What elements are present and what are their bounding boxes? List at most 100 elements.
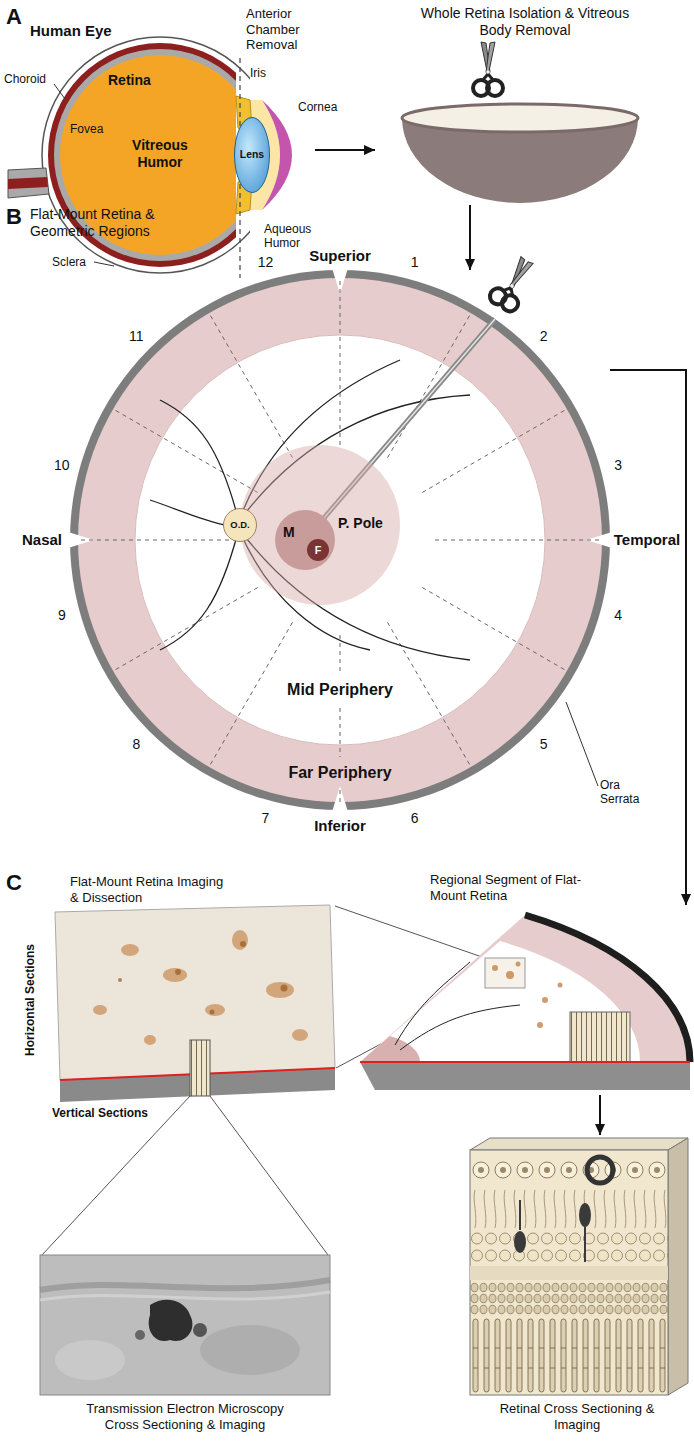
node-text: Human Eye — [30, 22, 112, 40]
illustration-part — [163, 968, 187, 982]
illustration-part — [209, 313, 293, 458]
node-text: F — [307, 544, 329, 557]
part-label: Iris — [250, 66, 266, 80]
direction-label: Superior — [309, 247, 371, 265]
illustration-part — [514, 1231, 526, 1253]
illustration-part — [113, 588, 258, 672]
fovea-spot: F — [307, 539, 329, 561]
illustration-part — [144, 1035, 156, 1045]
illustration-part — [94, 262, 114, 266]
illustration-part — [570, 1012, 630, 1062]
retina-isolation-step: Whole Retina Isolation & Vitreous Body R… — [375, 5, 675, 205]
illustration-part — [8, 177, 48, 189]
illustration-part — [210, 1096, 328, 1255]
optic-disc: O.D. — [223, 508, 257, 542]
illustration-part — [422, 409, 567, 493]
sector-number: 5 — [540, 735, 548, 752]
illustration-part — [470, 1138, 688, 1150]
illustration-part — [340, 790, 341, 802]
retina-cross-section-art — [470, 1138, 688, 1395]
sector-number: 7 — [262, 810, 270, 827]
node-text: Regional Segment of Flat-Mount Retina — [430, 872, 610, 903]
tem-image: Transmission Electron Microscopy Cross S… — [40, 1255, 330, 1440]
illustration-part — [135, 1330, 145, 1340]
node-text: Whole Retina Isolation & Vitreous Body R… — [415, 5, 635, 39]
node-text: Lens — [235, 149, 269, 161]
flat-mount-retina: Flat-Mount Retina & Geometric RegionsP. … — [70, 270, 610, 810]
illustration-part — [118, 978, 122, 982]
flat-mount-disc — [68, 253, 612, 812]
illustration-part — [118, 941, 288, 1015]
part-label: Ora Serrata — [600, 778, 652, 807]
illustration-part — [200, 1325, 300, 1375]
illustration-part — [360, 1061, 690, 1063]
illustration-part — [470, 1190, 668, 1228]
illustration-part — [470, 1266, 668, 1280]
scissors-icon — [473, 42, 503, 96]
panel-letter: A — [6, 4, 22, 30]
section-label: Vertical Sections — [52, 1106, 148, 1120]
panel-letter: B — [6, 204, 22, 230]
regional-segment: Regional Segment of Flat-Mount Retina — [345, 905, 690, 1095]
illustration-part — [175, 969, 181, 975]
illustration-part — [579, 1203, 591, 1227]
sector-number: 11 — [129, 328, 144, 345]
direction-label: Inferior — [314, 817, 366, 835]
illustration-part — [113, 409, 258, 493]
flow-arrow — [315, 145, 375, 155]
illustration-part — [360, 915, 690, 1062]
node-text: Retinal Cross Sectioning & Imaging — [492, 1401, 662, 1432]
part-label: Aqueous Humor — [264, 222, 324, 251]
illustration-part — [388, 313, 472, 458]
illustration-part — [240, 941, 246, 947]
part-label: Retina — [108, 72, 151, 89]
retina-segment — [360, 915, 690, 1090]
illustration-part — [40, 1280, 330, 1290]
lens-shape: Lens — [234, 117, 270, 193]
illustration-part — [78, 278, 602, 802]
illustration-part — [395, 962, 470, 1045]
illustration-part — [209, 622, 293, 767]
illustration-part — [525, 915, 690, 1062]
illustration-part — [584, 1227, 586, 1262]
illustration-part — [587, 1157, 613, 1183]
eye-illustration — [8, 37, 292, 278]
illustration-part — [292, 1029, 308, 1041]
illustration-part — [205, 1004, 225, 1016]
illustration-part — [422, 588, 567, 672]
sector-number: 2 — [540, 328, 548, 345]
sector-number: 4 — [614, 606, 622, 623]
region-label: Mid Periphery — [287, 680, 393, 699]
illustration-part — [55, 1340, 125, 1380]
illustration-part — [93, 930, 308, 1045]
sector-number: 1 — [411, 253, 419, 270]
arrow-head — [364, 145, 375, 155]
illustration-part — [388, 622, 472, 767]
node-text: Transmission Electron Microscopy Cross S… — [70, 1401, 300, 1432]
flow-arrow — [595, 1095, 605, 1135]
illustration-part — [160, 532, 238, 650]
flat-mount-block: Flat-Mount Retina Imaging & Dissection — [25, 874, 340, 1105]
illustration-part — [8, 168, 49, 198]
arrow-head — [465, 259, 475, 270]
illustration-part — [150, 500, 225, 525]
illustration-part — [281, 985, 288, 992]
illustration-part — [40, 1292, 330, 1300]
illustration-part — [470, 1230, 668, 1264]
illustration-part — [360, 941, 640, 1062]
illustration-part — [470, 1318, 668, 1393]
illustration-part — [402, 104, 638, 132]
macula: MF — [275, 510, 335, 570]
illustration-part — [435, 540, 602, 541]
panel-letter: C — [6, 870, 22, 896]
illustration-part — [193, 1323, 207, 1337]
illustration-part — [232, 930, 248, 950]
illustration-part — [668, 1138, 688, 1395]
illustration-part — [210, 1010, 215, 1015]
illustration-part — [340, 278, 341, 445]
illustration-part — [360, 1062, 690, 1090]
illustration-part — [485, 958, 525, 988]
part-label: Choroid — [4, 72, 46, 86]
node-text: P. Pole — [338, 515, 383, 532]
illustration-part — [54, 84, 65, 99]
